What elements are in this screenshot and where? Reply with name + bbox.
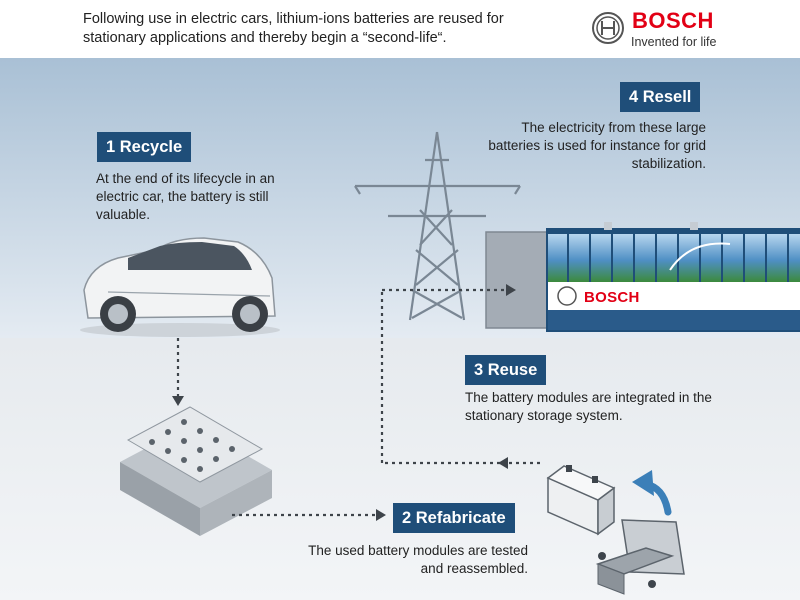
- power-pylon: [354, 131, 521, 321]
- bosch-logo: BOSCH Invented for life: [591, 8, 791, 53]
- step-3-text: The battery modules are integrated in th…: [465, 390, 712, 423]
- battery-pack: [120, 406, 272, 536]
- headline: Following use in electric cars, lithium-…: [83, 11, 504, 46]
- storage-container: [485, 222, 800, 332]
- step-1-text: At the end of its lifecycle in an electr…: [96, 171, 275, 222]
- process-paths: [176, 288, 540, 517]
- step-3-label: 3 Reuse: [465, 355, 547, 385]
- step-4-text: The electricity from these large batteri…: [488, 120, 706, 171]
- step-4-label: 4 Resell: [620, 82, 701, 112]
- battery-module: [546, 465, 616, 536]
- electric-car: [80, 237, 280, 337]
- logo-wordmark: BOSCH: [632, 8, 714, 33]
- process-arrowheads: [172, 284, 516, 521]
- logo-tagline: Invented for life: [631, 35, 717, 49]
- container-brand: BOSCH: [584, 289, 640, 306]
- top-band: [0, 0, 800, 58]
- battery-tray: [595, 519, 685, 595]
- step-1-label: 1 Recycle: [97, 132, 192, 162]
- curved-arrow-icon: [632, 470, 672, 516]
- bosch-armature-icon: [592, 12, 624, 44]
- step-2-text: The used battery modules are tested and …: [308, 543, 528, 576]
- step-2-label: 2 Refabricate: [393, 503, 515, 533]
